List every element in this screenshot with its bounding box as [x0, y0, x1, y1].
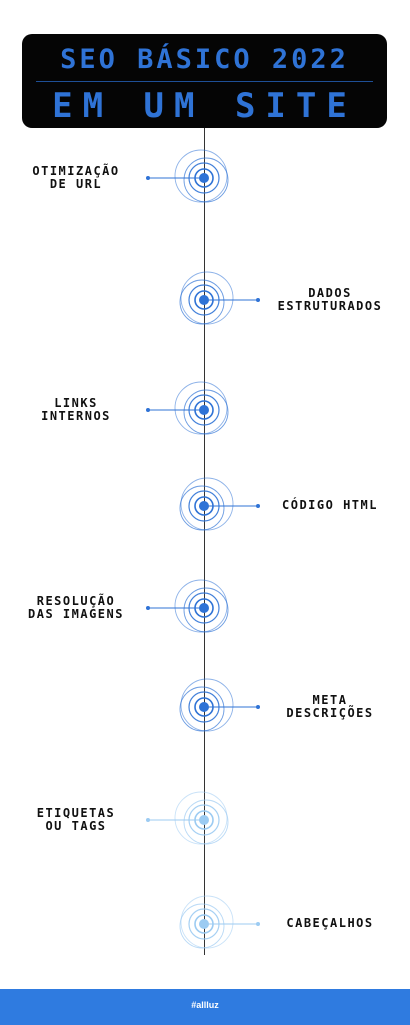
target-ring — [180, 477, 234, 531]
target-ring — [183, 799, 229, 845]
target-ring — [174, 579, 228, 633]
timeline-label-line-1: RESOLUÇÃO — [36, 594, 116, 608]
timeline-item: CÓDIGO HTML — [0, 471, 410, 541]
connector-dot — [256, 922, 260, 926]
connector-dot — [256, 298, 260, 302]
timeline-item: CABEÇALHOS — [0, 889, 410, 959]
timeline-label: CABEÇALHOS — [255, 917, 405, 930]
timeline-label-line-2: DESCRIÇÕES — [286, 706, 374, 720]
timeline-label-line-2: DAS IMAGENS — [28, 607, 124, 621]
connector-dot — [256, 705, 260, 709]
target-icon — [146, 149, 229, 203]
timeline-label-line-2: INTERNOS — [41, 409, 111, 423]
title-line-2: EM UM SITE — [52, 86, 357, 126]
timeline-axis — [204, 128, 205, 955]
connector-dot — [146, 818, 150, 822]
target-ring — [174, 149, 228, 203]
timeline-label-line-2: ESTRUTURADOS — [277, 299, 383, 313]
target-ring — [179, 686, 225, 732]
target-ring — [183, 157, 229, 203]
timeline-label-line-2: OU TAGS — [45, 819, 107, 833]
timeline-label-line-1: LINKS — [54, 396, 98, 410]
connector-dot — [146, 408, 150, 412]
timeline-label-line-1: META — [312, 693, 348, 707]
target-icon — [179, 678, 260, 732]
connector-dot — [146, 176, 150, 180]
target-ring — [180, 678, 234, 732]
target-icon — [179, 271, 260, 325]
target-ring — [180, 895, 234, 949]
target-ring — [183, 587, 229, 633]
timeline-label: CÓDIGO HTML — [255, 499, 405, 512]
footer-brand: #allluz — [191, 1000, 219, 1010]
title-divider — [36, 81, 373, 82]
connector-dot — [256, 504, 260, 508]
footer: #allluz — [0, 989, 410, 1025]
target-ring — [174, 791, 228, 845]
title-line-1: SEO BÁSICO 2022 — [60, 44, 349, 75]
title-box: SEO BÁSICO 2022 EM UM SITE — [22, 34, 387, 128]
timeline-label-line-1: CÓDIGO HTML — [282, 498, 378, 512]
connector-dot — [146, 606, 150, 610]
timeline-label-line-1: DADOS — [308, 286, 352, 300]
target-ring — [179, 903, 225, 949]
target-icon — [146, 579, 229, 633]
target-icon — [179, 895, 260, 949]
target-icon — [179, 477, 260, 531]
timeline-label-line-1: CABEÇALHOS — [286, 916, 374, 930]
target-icon — [146, 791, 229, 845]
target-ring — [179, 279, 225, 325]
target-icon — [146, 381, 229, 435]
timeline-label-line-1: OTIMIZAÇÃO — [32, 164, 120, 178]
target-ring — [179, 485, 225, 531]
timeline-label-line-2: DE URL — [49, 177, 103, 191]
target-ring — [183, 389, 229, 435]
target-ring — [174, 381, 228, 435]
timeline-label-line-1: ETIQUETAS — [36, 806, 116, 820]
target-ring — [180, 271, 234, 325]
